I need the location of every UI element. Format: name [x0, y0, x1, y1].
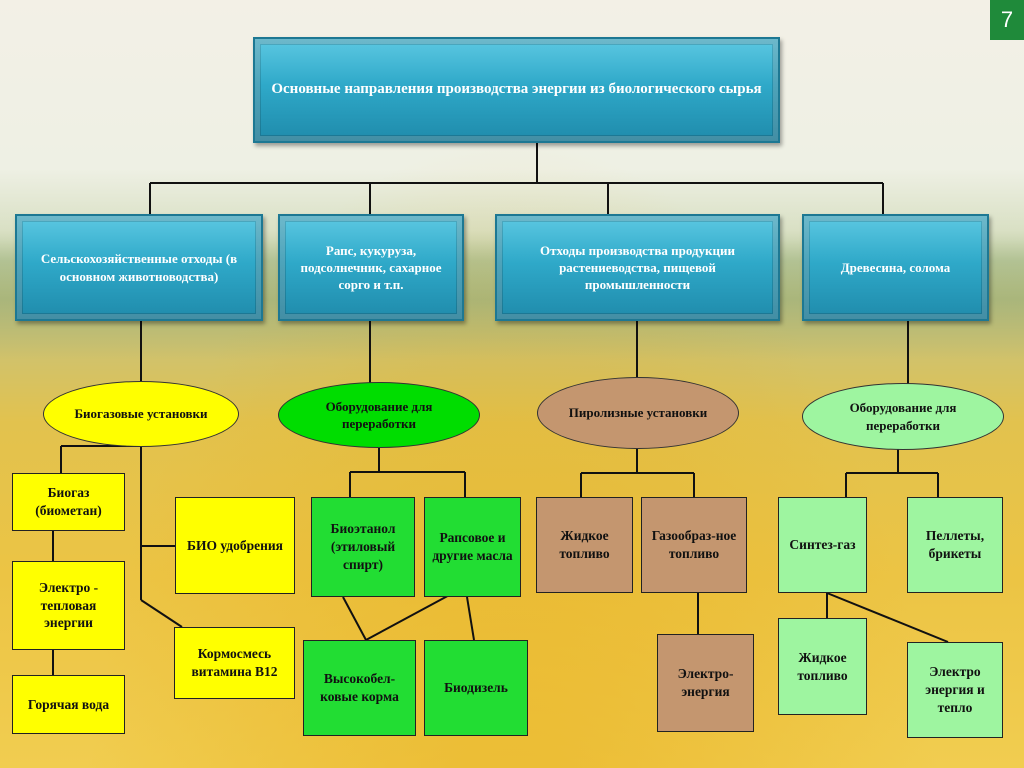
process-processing-equipment-1: Оборудование для переработки: [278, 382, 480, 448]
product-pellets: Пеллеты, брикеты: [907, 497, 1003, 593]
product-hot-water: Горячая вода: [12, 675, 125, 734]
product-syngas: Синтез-газ: [778, 497, 867, 593]
source-food-industry-waste: Отходы производства продукции растениево…: [495, 214, 780, 321]
product-biodiesel: Биодизель: [424, 640, 528, 736]
product-liquid-fuel-2: Жидкое топливо: [778, 618, 867, 715]
source-agricultural-waste: Сельскохозяйственные отходы (в основном …: [15, 214, 263, 321]
product-bio-fertilizer: БИО удобрения: [175, 497, 295, 594]
product-electro-heat: Электро - тепловая энергии: [12, 561, 125, 650]
product-biogas: Биогаз (биометан): [12, 473, 125, 531]
diagram-title: Основные направления производства энерги…: [253, 37, 780, 143]
product-bioethanol: Биоэтанол (этиловый спирт): [311, 497, 415, 597]
source-wood-straw: Древесина, солома: [802, 214, 989, 321]
product-rapeseed-oil: Рапсовое и другие масла: [424, 497, 521, 597]
product-electro-energy-heat: Электро энергия и тепло: [907, 642, 1003, 738]
product-protein-feed: Высокобел-ковые корма: [303, 640, 416, 736]
product-liquid-fuel: Жидкое топливо: [536, 497, 633, 593]
source-energy-crops: Рапс, кукуруза, подсолнечник, сахарное с…: [278, 214, 464, 321]
product-electricity: Электро-энергия: [657, 634, 754, 732]
product-gas-fuel: Газообраз-ное топливо: [641, 497, 747, 593]
product-feed-mix: Кормосмесь витамина В12: [174, 627, 295, 699]
process-biogas-plants: Биогазовые установки: [43, 381, 239, 447]
process-processing-equipment-2: Оборудование для переработки: [802, 383, 1004, 450]
page-number-badge: 7: [990, 0, 1024, 40]
process-pyrolysis-plants: Пиролизные установки: [537, 377, 739, 449]
